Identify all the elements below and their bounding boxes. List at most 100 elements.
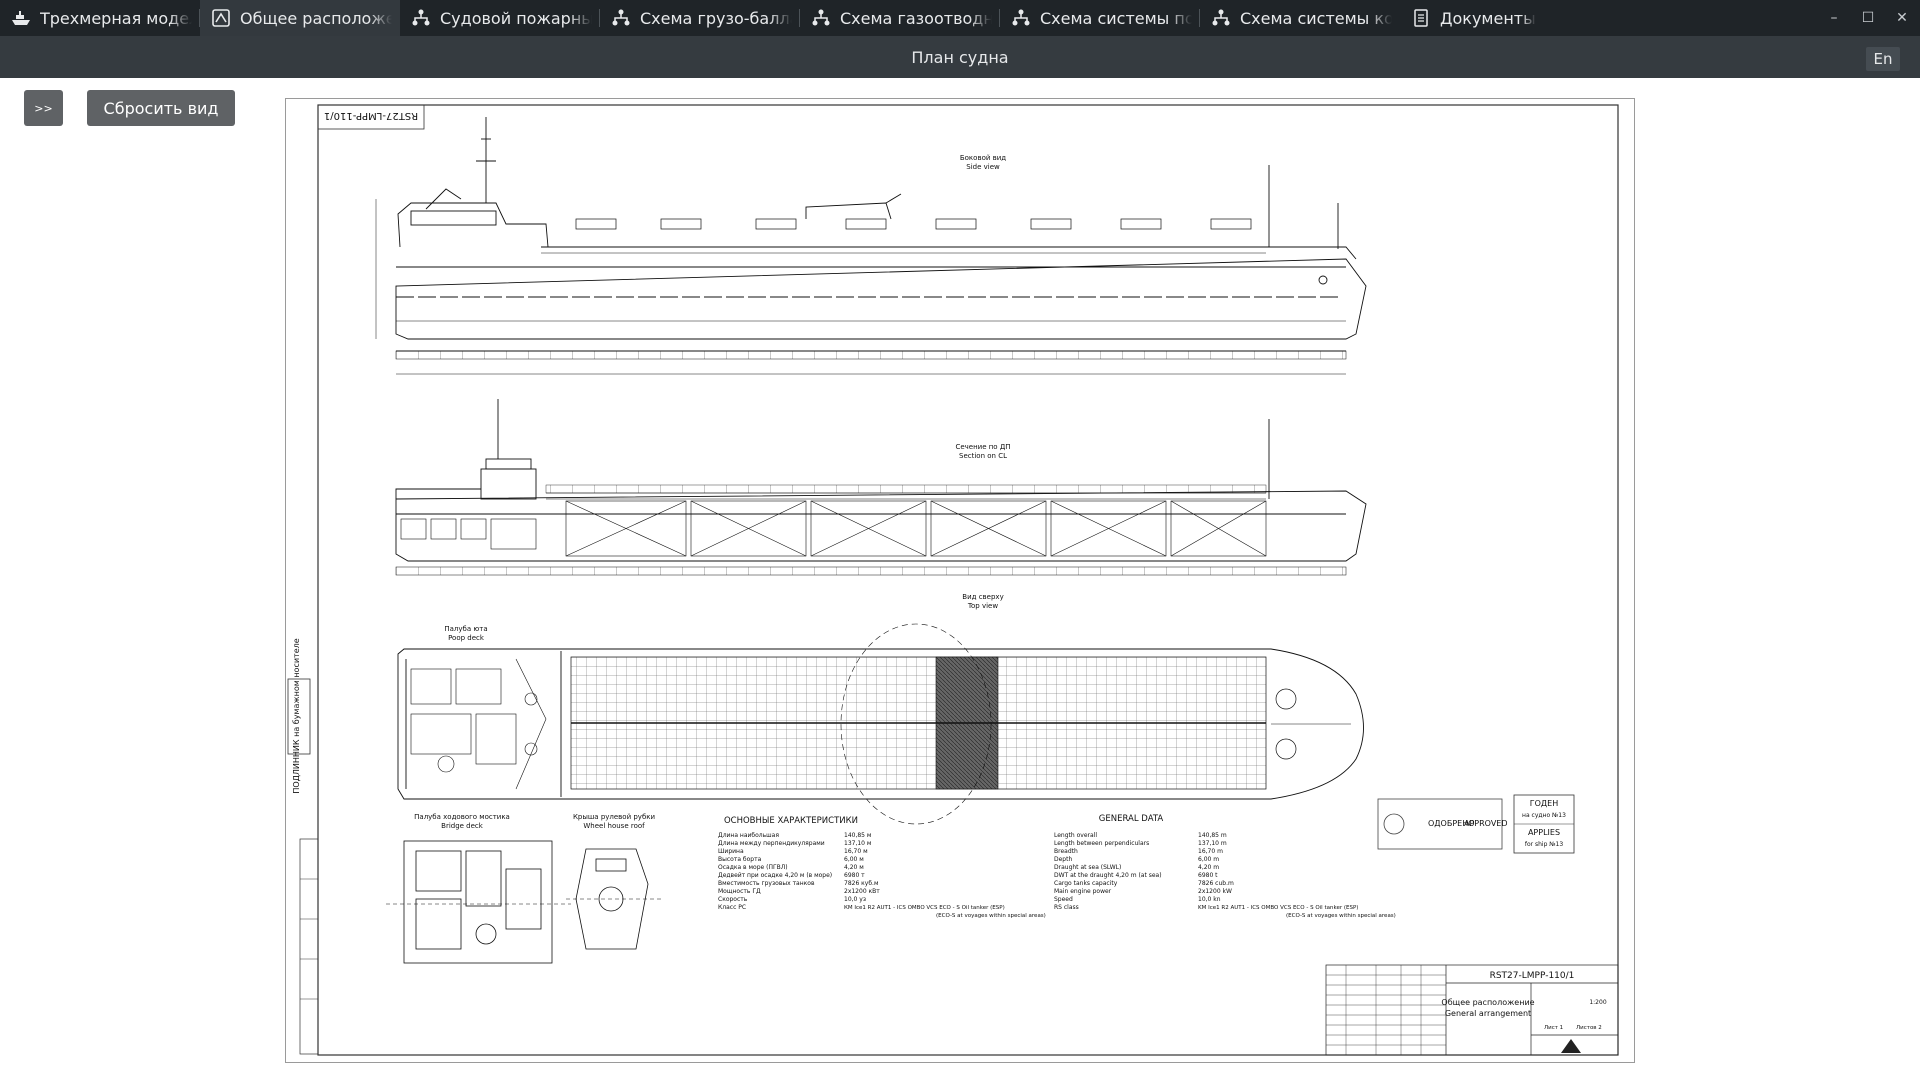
ship-icon [10,7,32,29]
param-en-label: Speed [1054,896,1073,903]
minimize-icon: – [1830,10,1838,26]
page-title: План судна [911,47,1009,67]
tab-separator [599,9,600,27]
tab-fire-hydrant[interactable]: Судовой пожарный гидрант [400,0,600,36]
param-en-value: 10,0 kn [1198,896,1221,903]
validity-box: ГОДЕН на судно №13 APPLIES for ship №13 [1513,794,1575,854]
param-en-value: 7826 cub.m [1198,880,1234,887]
section-view: Сечение по ДП Section on CL [395,399,1367,576]
titleblock-number: RST27-LMPP-110/1 [1490,971,1575,981]
wheelhouse-roof-label-ru: Крыша рулевой рубки [573,813,655,821]
bridge-deck-label-ru: Палуба ходового мостика [414,813,510,821]
valid-en-sub: for ship №13 [1525,841,1564,848]
tab-gas-vent[interactable]: Схема газоотводной системы [800,0,1000,36]
maximize-icon: ☐ [1861,10,1875,26]
poop-deck-label-ru: Палуба юта [444,625,487,633]
general-arrangement-icon [210,7,232,29]
wheelhouse-roof-view: Крыша рулевой рубки Wheel house roof [566,813,661,950]
param-ru-value: КМ Ice1 R2 AUT1 - ICS OMBO VCS ECO - S O… [844,905,1005,911]
param-en-value: 4,20 m [1198,864,1219,871]
top-view-title-ru: Вид сверху [962,593,1003,601]
main-char-title: ОСНОВНЫЕ ХАРАКТЕРИСТИКИ [724,816,858,826]
param-ru-label: Мощность ГД [718,888,761,895]
param-ru-value: 2x1200 кВт [844,888,880,895]
bridge-deck-view: Палуба ходового мостика Bridge deck [386,813,571,964]
param-en-value: KM Ice1 R2 AUT1 - ICS OMBO VCS ECO - S O… [1198,905,1358,911]
param-ru-label: Ширина [718,848,744,855]
param-ru-value: 140,85 м [844,832,871,839]
reset-view-button[interactable]: Сбросить вид [87,90,235,126]
general-data-en: GENERAL DATA Length overall Length betwe… [1054,814,1396,919]
expand-panel-button[interactable]: >> [24,90,63,126]
param-en-label: DWT at the draught 4,20 m (at sea) [1054,872,1162,879]
schema-icon [410,7,432,29]
tab-separator [1199,9,1200,27]
schema-icon [810,7,832,29]
param-en-label: Length between perpendiculars [1054,840,1149,847]
tab-separator [799,9,800,27]
sheet-frame [317,104,1619,1056]
param-ru-value: 4,20 м [844,864,864,871]
language-toggle-button[interactable]: En [1866,47,1900,71]
document-icon [1410,7,1432,29]
param-en-value: 6980 t [1198,872,1218,879]
param-ru-value: 7826 куб.м [844,880,879,887]
side-view-title-ru: Боковой вид [960,154,1006,162]
minimize-button[interactable]: – [1816,0,1852,36]
param-en-label: Main engine power [1054,888,1112,895]
param-ru-label: Класс РС [718,904,746,911]
class-note-en: (ECO-S at voyages within special areas) [1286,913,1396,919]
tab-documents[interactable]: Документы [1400,0,1550,36]
tab-bar: Трехмерная модель судна Общее расположен… [0,0,1920,36]
titleblock-sheet: Лист 1 [1544,1025,1563,1031]
poop-deck-label-en: Poop deck [448,634,485,642]
param-ru-value: 10,0 уз [844,896,866,903]
general-arrangement-drawing: RST27-LMPP-110/1 ПОДЛИННИК на бумажном н… [287,104,1619,1056]
original-stamp [287,678,311,755]
param-ru-label: Вместимость грузовых танков [718,880,815,887]
side-view: Боковой вид Side view [375,117,1367,375]
section-view-title-ru: Сечение по ДП [955,443,1010,451]
approved-ru: ОДОБРЕНО [1428,819,1475,828]
param-ru-label: Скорость [718,896,748,903]
tab-cargo-ballast[interactable]: Схема грузо-балластная [600,0,800,36]
general-data-title: GENERAL DATA [1099,814,1164,824]
param-ru-value: 16,70 м [844,848,868,855]
param-en-label: Length overall [1054,832,1097,839]
valid-ru: ГОДЕН [1530,799,1559,808]
bridge-deck-label-en: Bridge deck [441,822,484,830]
param-en-value: 16,70 m [1198,848,1223,855]
param-en-label: RS class [1054,904,1079,911]
drawing-viewer[interactable]: RST27-LMPP-110/1 ПОДЛИННИК на бумажном н… [285,98,1635,1063]
close-button[interactable]: ✕ [1884,0,1920,36]
doc-number-label: RST27-LMPP-110/1 [324,110,418,121]
close-icon: ✕ [1896,10,1908,26]
titleblock-name-ru: Общее расположение [1441,998,1534,1007]
param-en-label: Cargo tanks capacity [1054,880,1118,887]
param-ru-value: 137,10 м [844,840,871,847]
tab-3d-model[interactable]: Трехмерная модель судна [0,0,200,36]
tab-general-arrangement[interactable]: Общее расположение [200,0,400,36]
valid-ru-sub: на судно №13 [1522,812,1566,819]
tab-control-system[interactable]: Схема системы контроля [1200,0,1400,36]
titleblock-scale: 1:200 [1589,999,1606,1006]
param-en-value: 2x1200 kW [1198,888,1232,895]
side-view-title-en: Side view [966,163,1000,171]
param-en-value: 137,10 m [1198,840,1227,847]
top-view-title-en: Top view [967,602,998,610]
top-view: Вид сверху Top view Палуба юта Poop deck [397,593,1364,825]
schema-icon [1010,7,1032,29]
title-block: RST27-LMPP-110/1 Общее расположение Gene… [1325,964,1619,1056]
tab-heating-system[interactable]: Схема системы подогрева [1000,0,1200,36]
param-en-value: 6,00 m [1198,856,1219,863]
doc-number-box [317,104,425,130]
side-signature-strip [299,838,319,1055]
param-en-label: Breadth [1054,848,1078,855]
maximize-button[interactable]: ☐ [1850,0,1886,36]
schema-icon [1210,7,1232,29]
valid-en: APPLIES [1528,828,1560,837]
section-view-title-en: Section on CL [959,452,1007,460]
tab-separator [199,9,200,27]
param-en-label: Draught at sea (SLWL) [1054,864,1121,871]
param-en-value: 140,85 m [1198,832,1227,839]
